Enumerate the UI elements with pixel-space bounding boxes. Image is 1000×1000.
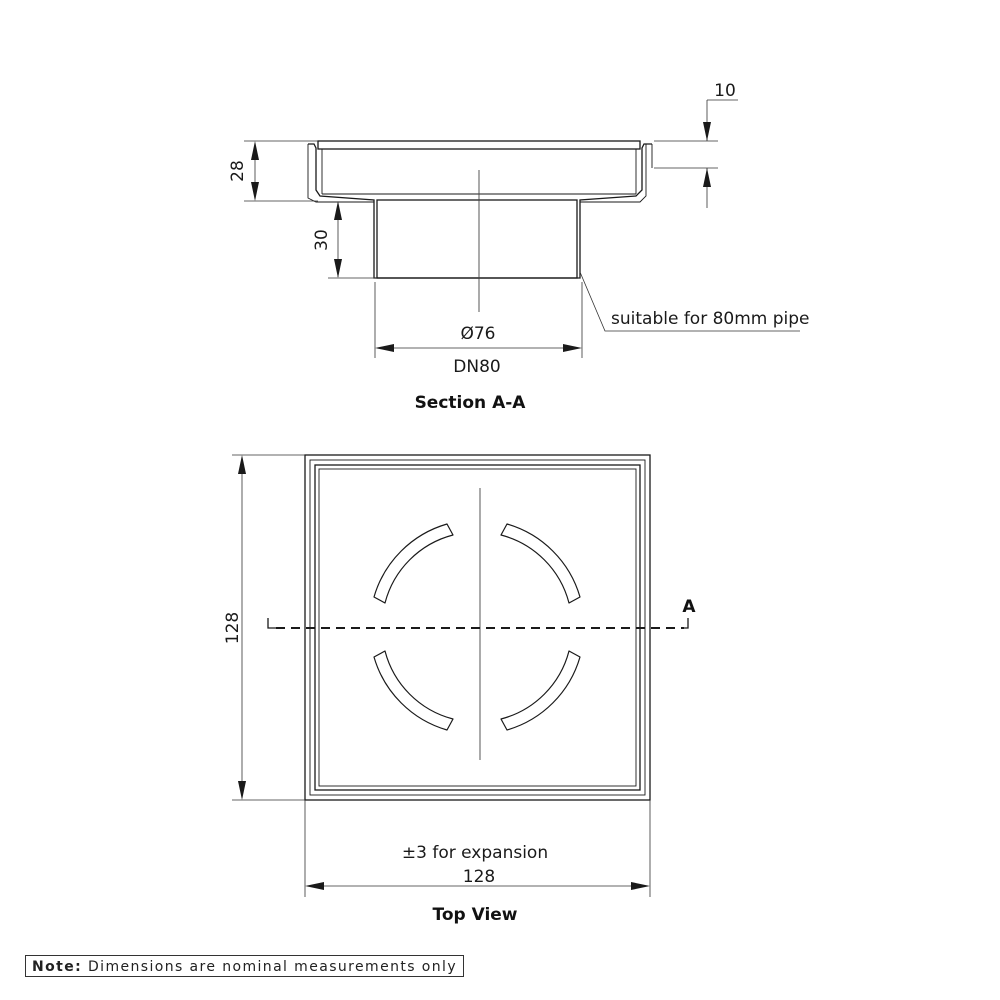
dim-28-label: 28	[228, 160, 248, 182]
note-label: Note:	[32, 959, 83, 975]
pipe-note-leader	[579, 271, 800, 332]
expansion-text: 3 for expansion	[416, 843, 548, 863]
dim-10-arrow-top	[703, 122, 711, 141]
slot-bottom-right	[500, 650, 581, 731]
dim-dn-label: DN80	[453, 357, 500, 377]
dim-128h-label: 128	[223, 612, 243, 644]
dim-dia-arrow-left	[375, 344, 394, 352]
dim-30-arrow-bot	[334, 259, 342, 278]
section-frame-left-lip	[307, 144, 374, 203]
dim-30-label: 30	[312, 229, 332, 251]
dim-128w-label: 128	[463, 867, 495, 887]
dim-28-arrow-top	[251, 141, 259, 160]
section-grate-top	[317, 140, 641, 150]
pipe-note: suitable for 80mm pipe	[611, 309, 810, 329]
slot-group	[373, 523, 581, 731]
dim-30-arrow-top	[334, 201, 342, 220]
slot-top-left	[373, 523, 454, 604]
expansion-note: ±3 for expansion	[402, 843, 548, 863]
dim-10-label: 10	[714, 81, 736, 101]
dim-dia-label: Ø76	[460, 324, 495, 344]
dim-10-arrow-bot	[703, 168, 711, 187]
dim-128w-arrow-right	[631, 882, 650, 890]
top-view: A 128 ±3 for expansion 128 Top View	[223, 454, 696, 925]
section-title: Section A-A	[415, 393, 527, 413]
section-spigot	[376, 199, 578, 279]
dim-128h-arrow-bot	[238, 781, 246, 800]
section-frame-outline	[308, 143, 652, 279]
dim-dia-arrow-right	[563, 344, 582, 352]
cut-label-a: A	[682, 597, 696, 617]
footer-note: Note: Dimensions are nominal measurement…	[25, 955, 465, 977]
expansion-sign: ±	[402, 843, 416, 863]
section-frame-right-lip	[580, 144, 653, 203]
dim-28-arrow-bot	[251, 182, 259, 201]
note-text: Dimensions are nominal measurements only	[82, 959, 458, 975]
top-view-title: Top View	[432, 905, 517, 925]
slot-bottom-left	[373, 650, 454, 731]
top-outer-frame	[304, 454, 651, 801]
slot-top-right	[500, 523, 581, 604]
cut-marker-right	[682, 618, 689, 629]
dim-128w-arrow-left	[305, 882, 324, 890]
section-a-a-view: 28 30 10 Ø76 DN80 suitable for 80mm pipe…	[228, 81, 810, 413]
dim-128h-arrow-top	[238, 455, 246, 474]
cut-marker-left	[267, 618, 278, 629]
